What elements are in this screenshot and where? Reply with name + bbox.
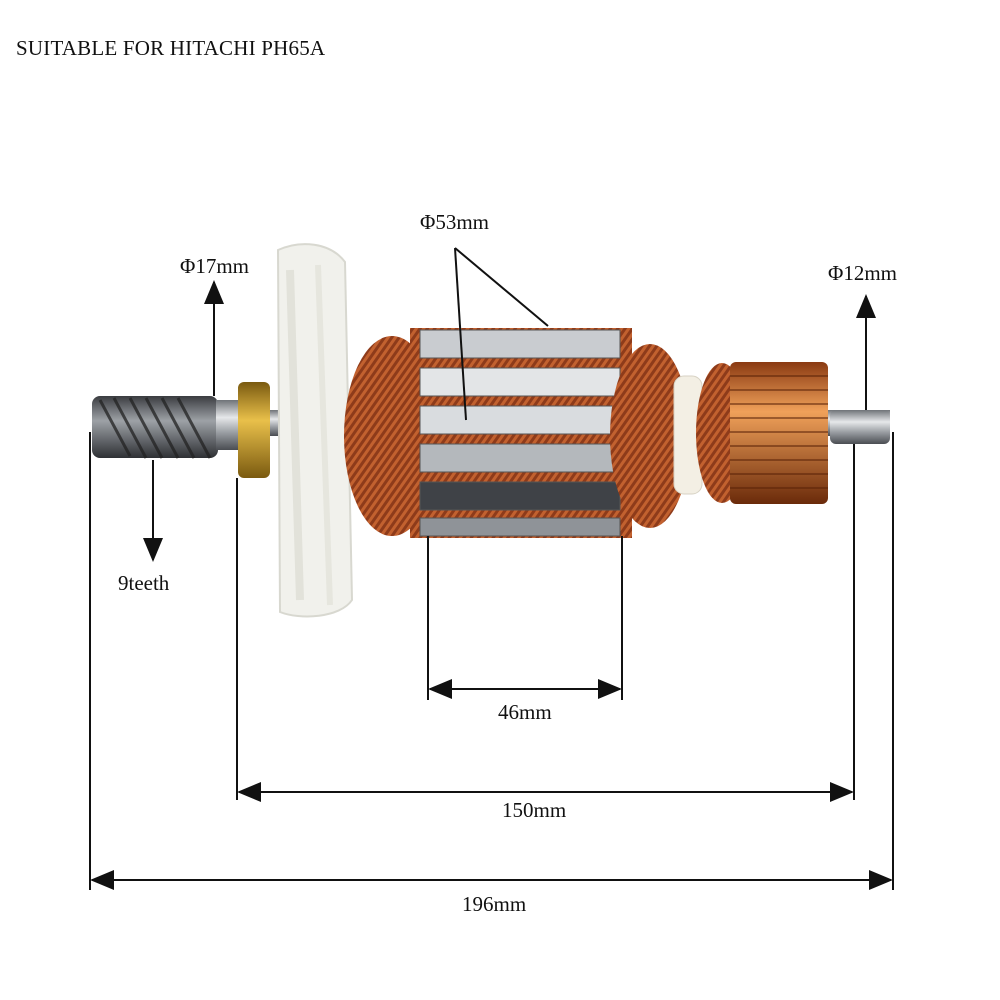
shaft-end [830,410,890,444]
leader-line-core-face [454,247,467,421]
core-length-label: 46mm [498,700,552,724]
armature-core [410,328,632,538]
commutator [696,362,828,504]
teeth-count-label: 9teeth [118,571,170,595]
total-length-label: 196mm [462,892,527,916]
dimension-lines [89,247,894,890]
leader-line-core-top [454,247,549,327]
page-title: SUITABLE FOR HITACHI PH65A [16,36,326,60]
cooling-fan [276,243,354,618]
pinion-gear [92,396,242,459]
right-winding [610,344,690,528]
bearing-span-label: 150mm [502,798,567,822]
core-diameter-label: Φ53mm [420,210,490,234]
gear-side-diameter-label: Φ17mm [180,254,250,278]
shaft-end-diameter-label: Φ12mm [828,261,898,285]
brass-collar [238,382,270,478]
